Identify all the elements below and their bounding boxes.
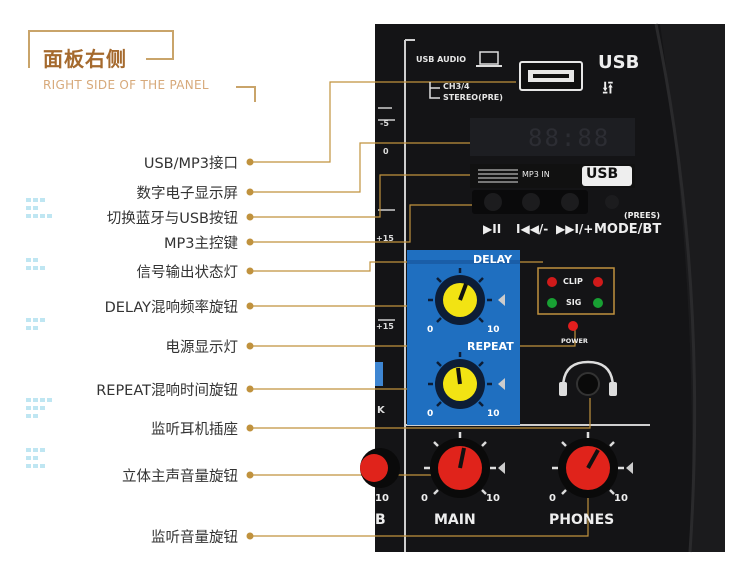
repeat-max: 10 xyxy=(487,409,500,419)
phones-min: 0 xyxy=(549,493,556,504)
digital-display: 88:88 xyxy=(528,124,611,152)
play-pause-button[interactable] xyxy=(484,193,502,211)
usb-audio-label: USB AUDIO xyxy=(416,55,466,64)
sig-label: SIG xyxy=(566,298,582,307)
delay-knob[interactable] xyxy=(435,275,485,325)
usb-port[interactable] xyxy=(520,62,582,90)
title-rule-vertical xyxy=(254,86,256,102)
title-en: RIGHT SIDE OF THE PANEL xyxy=(43,78,209,92)
label-digital-display: 数字电子显示屏 xyxy=(136,186,239,202)
label-repeat-knob: REPEAT混响时间旋钮 xyxy=(96,383,238,399)
cut-k-label: K xyxy=(377,405,385,416)
clip-label: CLIP xyxy=(563,277,583,286)
next-button[interactable] xyxy=(561,193,579,211)
meter-plus15-bottom: +15 xyxy=(376,322,394,331)
title-frame xyxy=(28,30,174,68)
usb-badge: USB xyxy=(586,166,619,182)
repeat-min: 0 xyxy=(427,409,434,419)
mp3-in-label: MP3 IN xyxy=(522,170,550,179)
meter-minus5: -5 xyxy=(380,119,389,128)
label-phones-volume: 监听音量旋钮 xyxy=(151,530,238,546)
label-bt-usb-switch: 切换蓝牙与USB按钮 xyxy=(106,211,238,227)
meter-plus15-top: +15 xyxy=(376,234,394,243)
meter-0: 0 xyxy=(383,147,389,156)
usb-title: USB xyxy=(598,52,640,73)
headphone-jack[interactable] xyxy=(577,373,599,395)
label-main-volume: 立体主声音量旋钮 xyxy=(122,469,238,485)
delay-label: DELAY xyxy=(473,253,513,266)
title-rule xyxy=(236,86,256,88)
main-label: MAIN xyxy=(434,512,476,528)
phones-max: 10 xyxy=(614,493,628,504)
label-delay-knob: DELAY混响频率旋钮 xyxy=(104,300,238,316)
usb-symbol-icon: ⭿ xyxy=(602,78,614,99)
label-headphone-jack: 监听耳机插座 xyxy=(151,422,238,438)
stereo-pre-label: STEREO(PRE) xyxy=(443,93,503,102)
phones-label: PHONES xyxy=(549,512,615,528)
ch34-label: CH3/4 xyxy=(443,82,470,91)
title-cn: 面板右侧 xyxy=(43,47,127,71)
next-label: ▶▶I/+ xyxy=(556,222,594,236)
label-signal-leds: 信号输出状态灯 xyxy=(136,265,239,281)
delay-min: 0 xyxy=(427,325,434,335)
left-knob-max: 10 xyxy=(375,493,389,504)
prev-button[interactable] xyxy=(522,193,540,211)
label-power-led: 电源显示灯 xyxy=(165,340,239,356)
main-volume-knob[interactable] xyxy=(430,438,490,498)
repeat-label: REPEAT xyxy=(467,340,514,353)
delay-max: 10 xyxy=(487,325,500,335)
cut-b-label: B xyxy=(375,512,386,528)
decorative-pixel-bars xyxy=(26,198,52,468)
power-label: POWER xyxy=(561,337,588,345)
mode-bt-button[interactable] xyxy=(605,195,619,209)
label-usb-mp3: USB/MP3接口 xyxy=(143,156,238,172)
main-max: 10 xyxy=(486,493,500,504)
label-mp3-controls: MP3主控键 xyxy=(164,236,238,252)
prev-label: I◀◀/- xyxy=(516,222,549,236)
main-min: 0 xyxy=(421,493,428,504)
repeat-knob[interactable] xyxy=(435,359,485,409)
prees-label: (PREES) xyxy=(624,211,661,220)
phones-volume-knob[interactable] xyxy=(558,438,618,498)
mode-bt-label: MODE/BT xyxy=(594,222,662,237)
play-pause-label: ▶II xyxy=(483,222,502,236)
